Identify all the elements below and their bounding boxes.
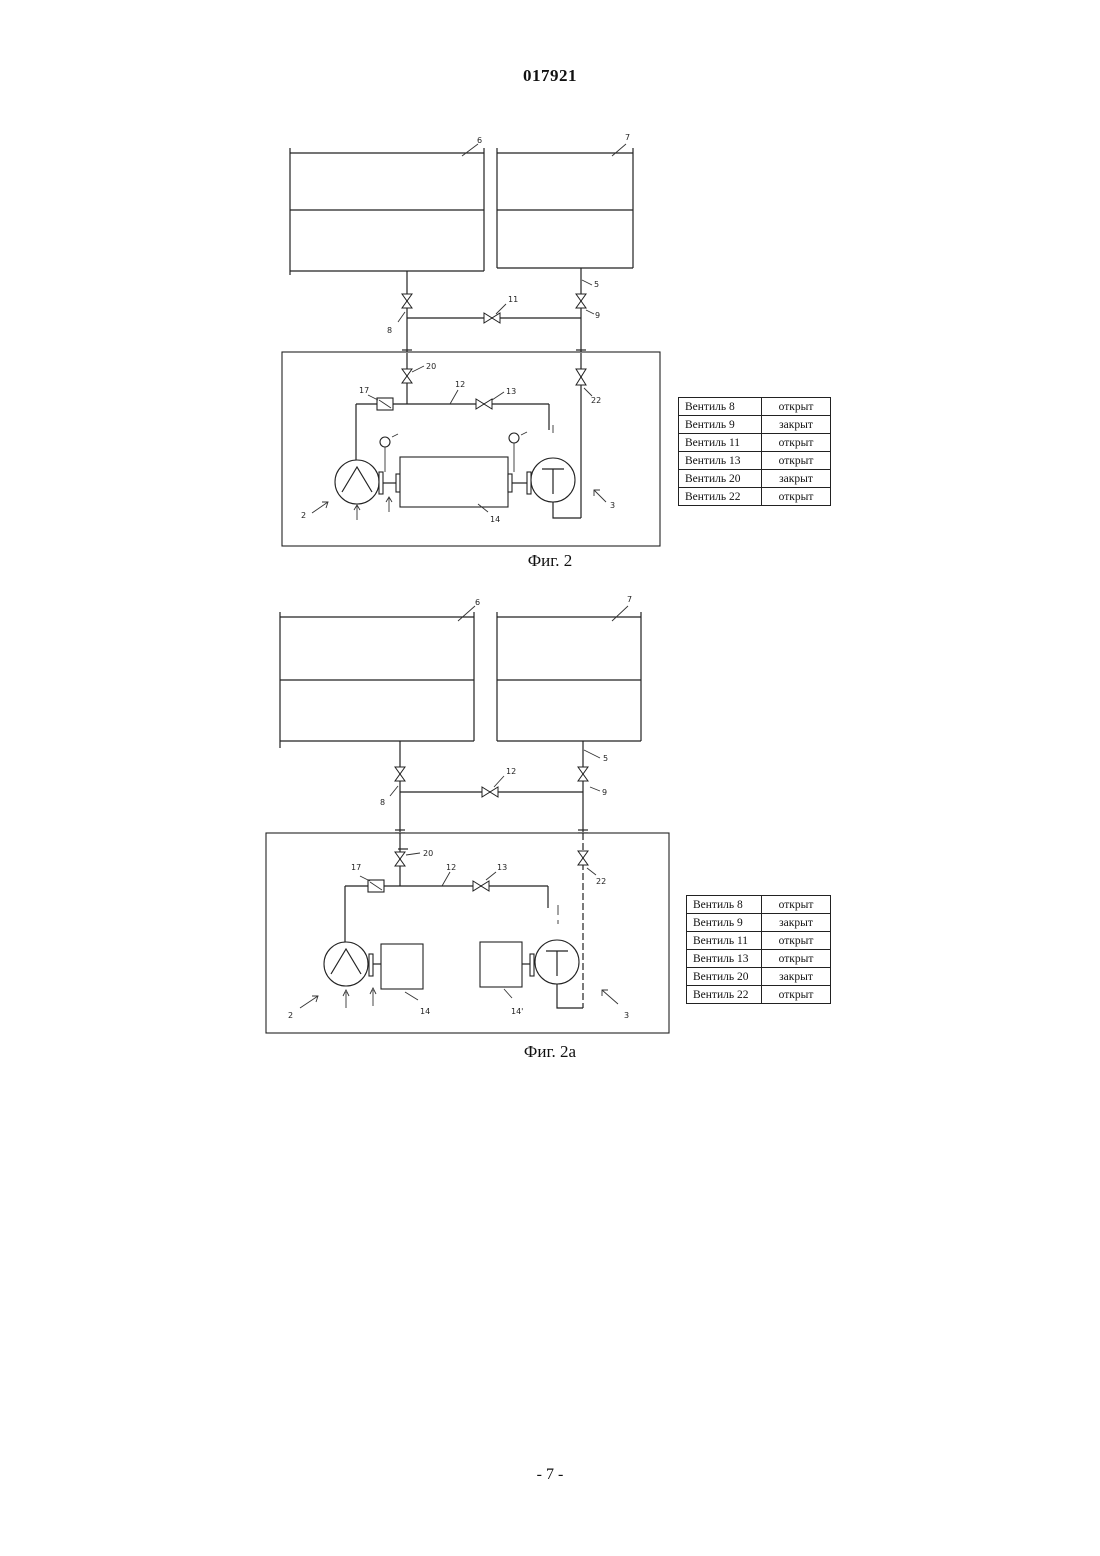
valve-state-cell: открыт xyxy=(762,452,831,470)
label-valve-bridge: 12 xyxy=(506,767,516,776)
label-tank-left: 6 xyxy=(475,598,480,607)
valve-state-cell: закрыт xyxy=(762,470,831,488)
label-pipe: 5 xyxy=(594,280,599,289)
valve-name-cell: Вентиль 11 xyxy=(679,434,762,452)
valve-table-row: Вентиль 8открыт xyxy=(687,896,831,914)
page-number: - 7 - xyxy=(0,1466,1100,1484)
valve-name-cell: Вентиль 13 xyxy=(679,452,762,470)
valve-table-row: Вентиль 11открыт xyxy=(687,932,831,950)
valve-name-cell: Вентиль 9 xyxy=(679,416,762,434)
valve-8 xyxy=(402,294,412,308)
label-valve-right: 9 xyxy=(595,311,600,320)
label-motor: 14 xyxy=(490,515,500,524)
label-valve-line: 13 xyxy=(497,863,507,872)
label-tank-right: 7 xyxy=(625,133,630,142)
gauge-left xyxy=(380,437,390,447)
label-tank-right: 7 xyxy=(627,595,632,604)
label-valve-left: 8 xyxy=(380,798,385,807)
valve-state-cell: открыт xyxy=(762,488,831,506)
valve-name-cell: Вентиль 22 xyxy=(679,488,762,506)
valve-state-cell: закрыт xyxy=(762,968,831,986)
valve-state-table-figure-2a: Вентиль 8открытВентиль 9закрытВентиль 11… xyxy=(686,895,831,1004)
label-unit-left: 2 xyxy=(301,511,306,520)
label-pipe: 5 xyxy=(603,754,608,763)
schematic-figure-2a: 6 7 5 8 9 12 20 12 17 xyxy=(0,592,1100,1042)
enclosure xyxy=(282,352,660,546)
label-tank-left: 6 xyxy=(477,136,482,145)
valve-table-row: Вентиль 20закрыт xyxy=(679,470,831,488)
tank-6 xyxy=(290,148,484,275)
label-filter: 17 xyxy=(351,863,361,872)
label-valve-top: 20 xyxy=(426,362,436,371)
motor-14 xyxy=(381,944,423,989)
label-unit-left: 2 xyxy=(288,1011,293,1020)
valve-name-cell: Вентиль 8 xyxy=(687,896,762,914)
valve-state-cell: открыт xyxy=(762,896,831,914)
valve-state-cell: открыт xyxy=(762,398,831,416)
valve-11 xyxy=(484,313,500,323)
label-unit-right: 3 xyxy=(610,501,615,510)
gauge-right xyxy=(509,433,519,443)
valve-name-cell: Вентиль 20 xyxy=(679,470,762,488)
valve-name-cell: Вентиль 22 xyxy=(687,986,762,1004)
figure-2a-caption: Фиг. 2а xyxy=(0,1042,1100,1062)
label-valve-right: 9 xyxy=(602,788,607,797)
valve-state-cell: закрыт xyxy=(762,416,831,434)
valve-table-row: Вентиль 13открыт xyxy=(679,452,831,470)
valve-table-row: Вентиль 11открыт xyxy=(679,434,831,452)
valve-state-table-figure-2: Вентиль 8открытВентиль 9закрытВентиль 11… xyxy=(678,397,831,506)
tank-7 xyxy=(497,612,641,741)
motor-14-prime xyxy=(480,942,522,987)
label-valve-side: 22 xyxy=(591,396,601,405)
label-valve-left: 8 xyxy=(387,326,392,335)
label-motor-right: 14' xyxy=(511,1007,523,1016)
valve-state-cell: открыт xyxy=(762,986,831,1004)
tank-7 xyxy=(497,148,633,268)
label-unit-right: 3 xyxy=(624,1011,629,1020)
valve-bridge xyxy=(482,787,498,797)
label-valve-top: 20 xyxy=(423,849,433,858)
valve-name-cell: Вентиль 11 xyxy=(687,932,762,950)
valve-table-row: Вентиль 22открыт xyxy=(687,986,831,1004)
valve-table-row: Вентиль 20закрыт xyxy=(687,968,831,986)
valve-table-row: Вентиль 9закрыт xyxy=(679,416,831,434)
valve-state-cell: открыт xyxy=(762,932,831,950)
valve-table-row: Вентиль 13открыт xyxy=(687,950,831,968)
valve-name-cell: Вентиль 8 xyxy=(679,398,762,416)
enclosure xyxy=(266,833,669,1033)
label-filter: 17 xyxy=(359,386,369,395)
valve-table-row: Вентиль 22открыт xyxy=(679,488,831,506)
valve-table-row: Вентиль 9закрыт xyxy=(687,914,831,932)
valve-8 xyxy=(395,767,405,781)
label-line: 12 xyxy=(446,863,456,872)
valve-name-cell: Вентиль 9 xyxy=(687,914,762,932)
motor-14 xyxy=(400,457,508,507)
label-valve-bridge: 11 xyxy=(508,295,518,304)
valve-9 xyxy=(578,767,588,781)
label-motor-left: 14 xyxy=(420,1007,430,1016)
document-number: 017921 xyxy=(0,66,1100,86)
figure-2-caption: Фиг. 2 xyxy=(0,551,1100,571)
label-line: 12 xyxy=(455,380,465,389)
tank-6 xyxy=(280,612,474,748)
valve-name-cell: Вентиль 13 xyxy=(687,950,762,968)
label-valve-side: 22 xyxy=(596,877,606,886)
valve-state-cell: закрыт xyxy=(762,914,831,932)
valve-9 xyxy=(576,294,586,308)
valve-state-cell: открыт xyxy=(762,434,831,452)
label-valve-line: 13 xyxy=(506,387,516,396)
valve-name-cell: Вентиль 20 xyxy=(687,968,762,986)
valve-state-cell: открыт xyxy=(762,950,831,968)
schematic-figure-2: 6 7 5 8 9 11 20 12 17 xyxy=(0,130,1100,550)
valve-table-row: Вентиль 8открыт xyxy=(679,398,831,416)
